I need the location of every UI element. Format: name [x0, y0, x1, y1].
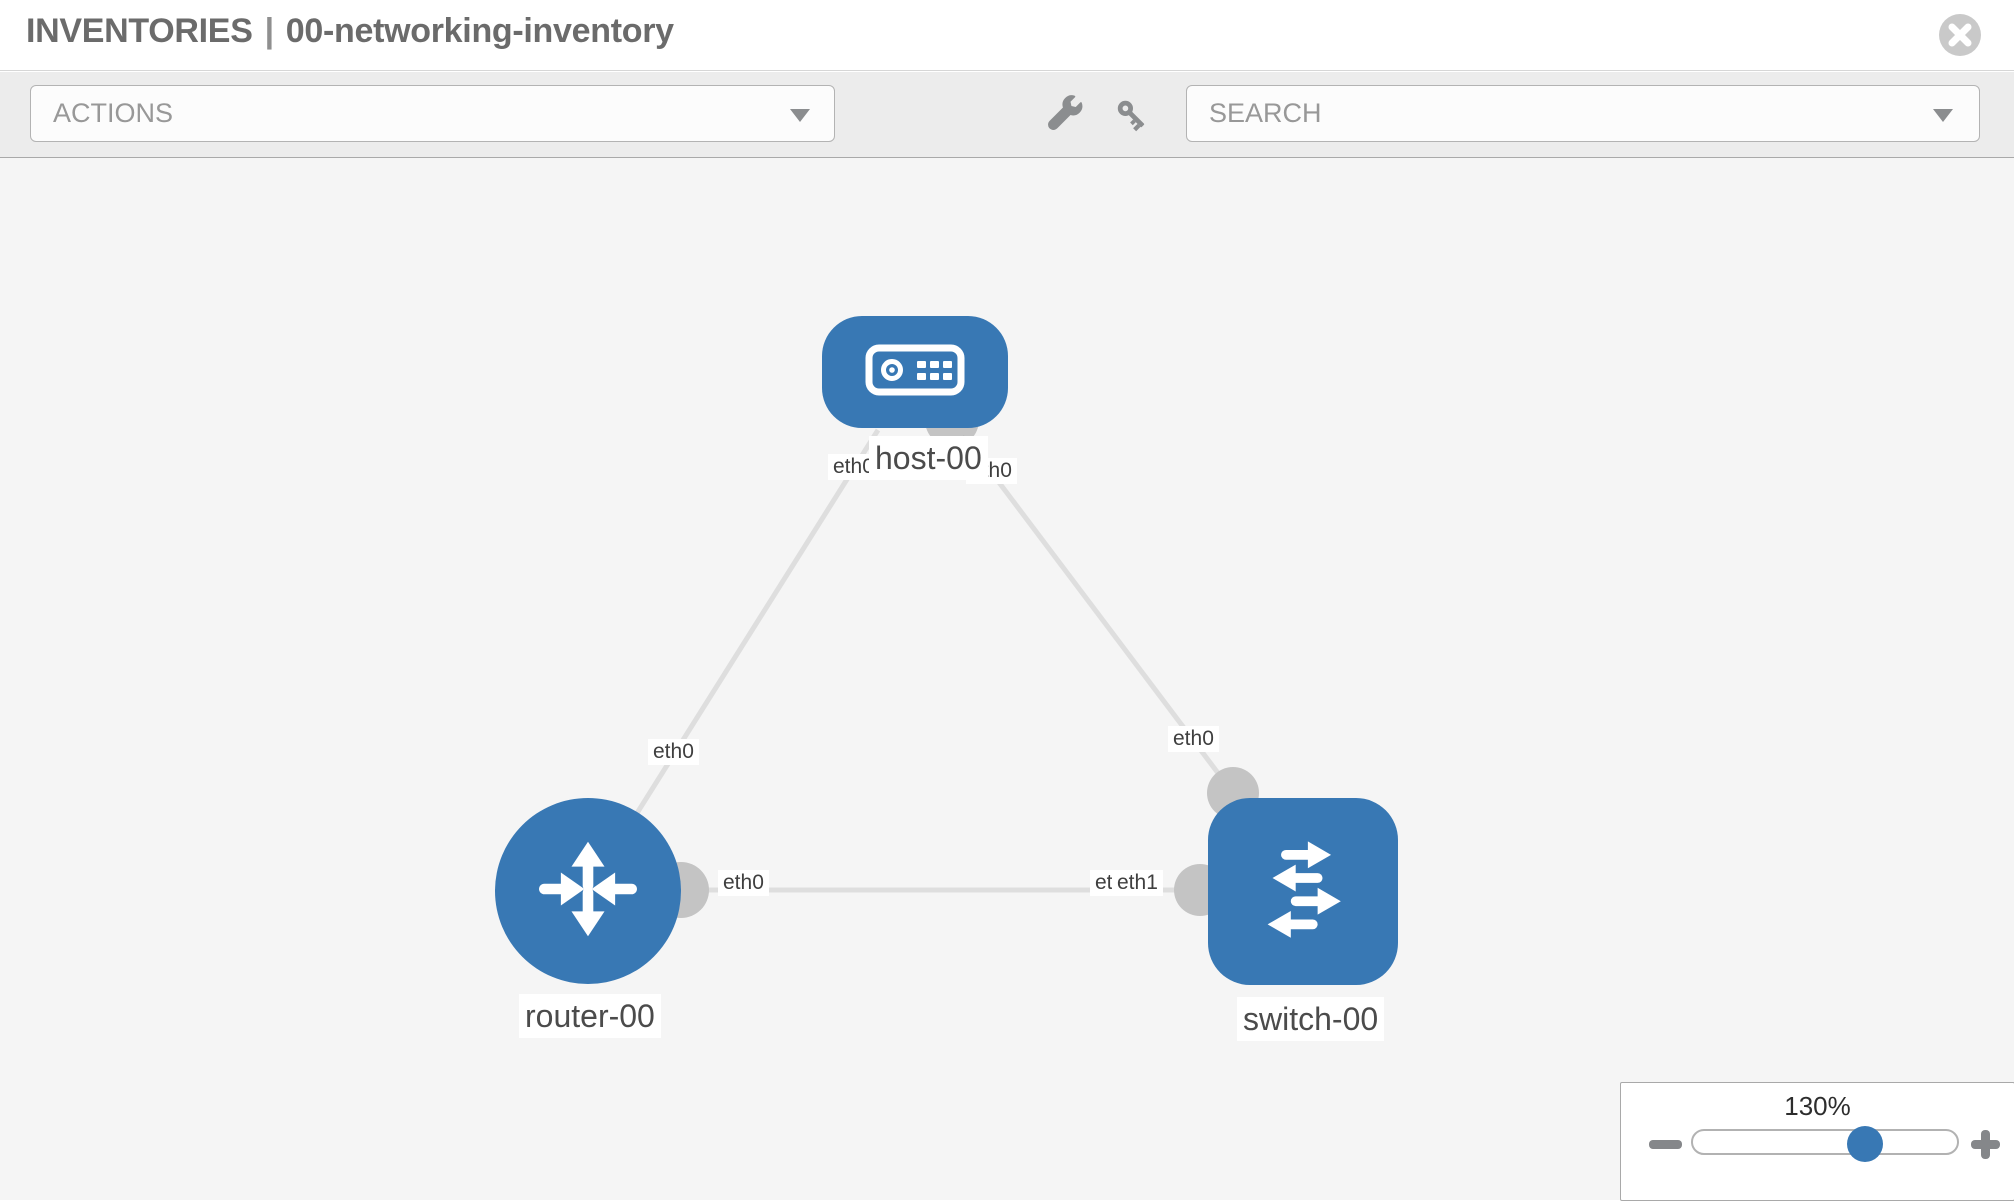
key-icon — [1114, 100, 1152, 139]
node-name-label: router-00 — [519, 994, 661, 1038]
page-title: INVENTORIES | 00-networking-inventory — [26, 12, 674, 51]
router-arrows-icon — [529, 830, 647, 953]
search-dropdown-label: SEARCH — [1209, 98, 1322, 128]
credentials-button[interactable] — [1114, 97, 1152, 140]
page-title-separator: | — [264, 12, 275, 50]
zoom-out-minus-icon[interactable] — [1649, 1140, 1682, 1149]
host-device-icon — [865, 344, 965, 401]
zoom-control-panel: 130% — [1620, 1082, 2014, 1201]
zoom-level-value: 130% — [1784, 1091, 1851, 1121]
zoom-slider-track[interactable] — [1691, 1129, 1959, 1155]
interface-label: eth0 — [718, 870, 769, 896]
chevron-down-icon — [790, 109, 810, 122]
interface-label: eth1 — [1112, 870, 1163, 896]
wrench-icon — [1045, 95, 1083, 137]
actions-dropdown[interactable]: ACTIONS — [30, 85, 835, 142]
zoom-in-plus-icon[interactable] — [1971, 1130, 2000, 1159]
panel-header: INVENTORIES | 00-networking-inventory — [0, 0, 2014, 71]
actions-dropdown-label: ACTIONS — [53, 98, 174, 128]
interface-label: eth0 — [648, 739, 699, 765]
close-icon — [1939, 23, 1981, 60]
plus-icon-bar — [1981, 1130, 1990, 1159]
zoom-slider-handle[interactable] — [1847, 1126, 1883, 1162]
page-title-inventory-name: 00-networking-inventory — [285, 12, 674, 50]
node-router-00[interactable] — [495, 798, 681, 984]
node-host-00[interactable] — [822, 316, 1008, 428]
edges-layer — [585, 393, 1259, 918]
page-title-section: INVENTORIES — [26, 12, 253, 50]
node-name-label: switch-00 — [1237, 997, 1385, 1041]
node-switch-00[interactable] — [1208, 798, 1398, 985]
topology-canvas[interactable]: eth0 eth0 eth0 eth0 eth0 eth0 eth1 host-… — [0, 158, 2014, 1201]
close-button[interactable] — [1939, 14, 1981, 56]
node-name-label: host-00 — [869, 436, 988, 480]
toolbar: ACTIONS SEARCH — [0, 72, 2014, 158]
interface-label: eth0 — [1168, 726, 1219, 752]
search-dropdown[interactable]: SEARCH — [1186, 85, 1980, 142]
chevron-down-icon — [1933, 109, 1953, 122]
switch-arrows-icon — [1242, 828, 1364, 955]
tools-button[interactable] — [1045, 95, 1083, 138]
